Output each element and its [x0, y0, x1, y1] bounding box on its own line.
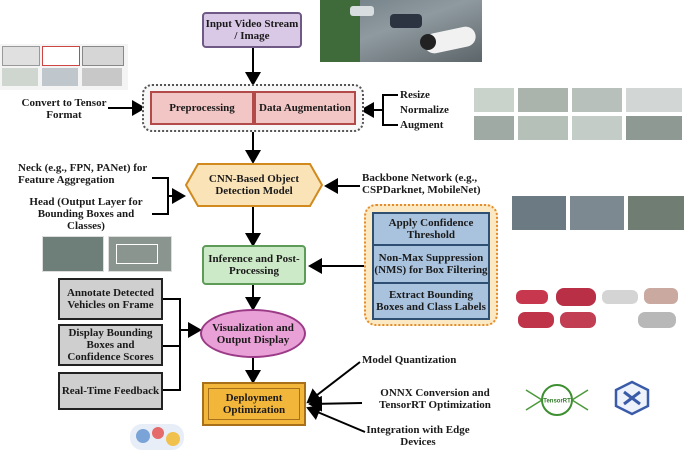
resize-label: Resize [400, 89, 430, 101]
inference-label: Inference and Post-Processing [208, 253, 300, 277]
backbone-label: Backbone Network (e.g., CSPDarknet, Mobi… [362, 172, 504, 196]
cnn-node: CNN-Based Object Detection Model [198, 166, 310, 204]
preprocessing-node: Preprocessing [150, 91, 254, 125]
normalize-label: Normalize [400, 104, 449, 116]
display-boxes-label: Display Bounding Boxes and Confidence Sc… [67, 327, 154, 363]
edge-devices-label: Integration with Edge Devices [366, 424, 470, 448]
onnx-label-text: ONNX Conversion and TensorRT Optimizatio… [379, 387, 491, 411]
realtime-feedback-label: Real-Time Feedback [61, 385, 160, 397]
input-node-label: Input Video Stream / Image [205, 18, 299, 42]
visualization-node: Visualization and Output Display [200, 309, 306, 358]
detection-sample-images [42, 236, 172, 272]
backbone-sample-images [512, 196, 684, 230]
realtime-feedback-step: Real-Time Feedback [58, 372, 163, 410]
nms-step: Non-Max Suppression (NMS) for Box Filter… [372, 246, 490, 284]
nms-label: Non-Max Suppression (NMS) for Box Filter… [374, 252, 488, 276]
augmentation-label: Data Augmentation [259, 102, 351, 114]
annotate-vehicles-step: Annotate Detected Vehicles on Frame [58, 278, 163, 320]
input-node: Input Video Stream / Image [202, 12, 302, 48]
backbone-label-text: Backbone Network (e.g., CSPDarknet, Mobi… [362, 172, 481, 196]
tensorrt-logo-text: TensorRT [543, 399, 571, 405]
extract-boxes-step: Extract Bounding Boxes and Class Labels [372, 284, 490, 320]
extract-boxes-label: Extract Bounding Boxes and Class Labels [376, 289, 486, 313]
quantization-label: Model Quantization [362, 354, 457, 366]
car-detection-crops [514, 288, 680, 332]
head-label-text: Head (Output Layer for Bounding Boxes an… [29, 196, 143, 232]
cnn-hexagon-shape [184, 163, 324, 207]
onnx-label: ONNX Conversion and TensorRT Optimizatio… [364, 387, 506, 411]
cnn-label: CNN-Based Object Detection Model [208, 173, 300, 197]
parking-lot-camera-image [320, 0, 482, 62]
display-boxes-step: Display Bounding Boxes and Confidence Sc… [58, 324, 163, 366]
augment-label: Augment [400, 119, 444, 131]
head-label: Head (Output Layer for Bounding Boxes an… [22, 196, 150, 232]
annotate-vehicles-label: Annotate Detected Vehicles on Frame [66, 287, 155, 311]
confidence-threshold-label: Apply Confidence Threshold [388, 217, 474, 241]
edge-devices-label-text: Integration with Edge Devices [366, 424, 470, 448]
edge-device-icon [130, 424, 184, 450]
convert-label-text: Convert to Tensor Format [21, 97, 107, 121]
sample-frames-image [0, 44, 128, 90]
deployment-label: Deployment Optimization [222, 392, 286, 416]
augmented-images [474, 88, 684, 140]
neck-label: Neck (e.g., FPN, PANet) for Feature Aggr… [18, 162, 152, 186]
deployment-node: Deployment Optimization [202, 382, 306, 426]
onnx-logo-icon [614, 380, 650, 416]
preprocessing-label: Preprocessing [169, 102, 235, 114]
convert-label: Convert to Tensor Format [20, 97, 108, 121]
augmentation-node: Data Augmentation [254, 91, 356, 125]
visualization-label: Visualization and Output Display [212, 321, 294, 346]
inference-node: Inference and Post-Processing [202, 245, 306, 285]
tensorrt-logo-icon: TensorRT [525, 384, 589, 416]
confidence-threshold-step: Apply Confidence Threshold [372, 212, 490, 246]
neck-label-text: Neck (e.g., FPN, PANet) for Feature Aggr… [18, 162, 148, 186]
